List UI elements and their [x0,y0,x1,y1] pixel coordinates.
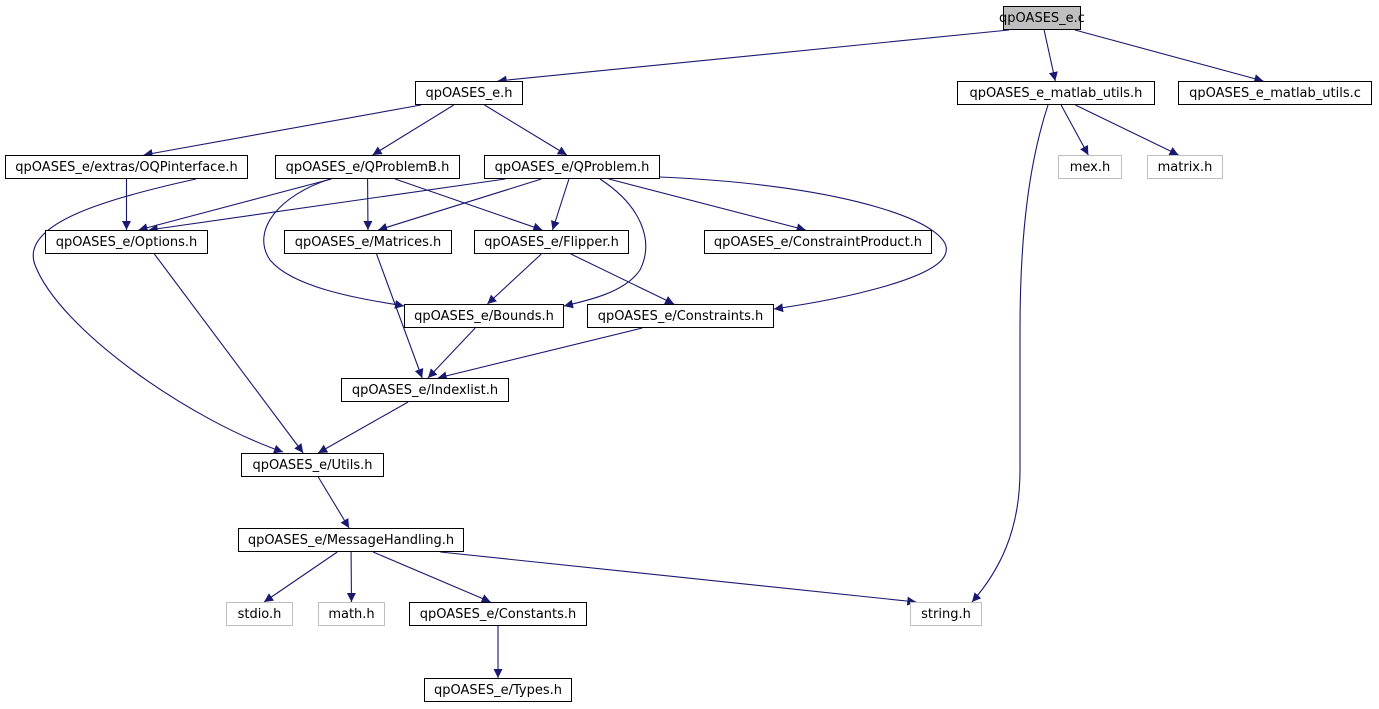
node-matrix: matrix.h [1147,155,1223,179]
node-qpoases_h[interactable]: qpOASES_e.h [415,81,523,105]
node-qpb[interactable]: qpOASES_e/QProblemB.h [275,155,460,179]
node-label: qpOASES_e.h [425,85,513,101]
edge-msg-to-string [440,551,917,606]
node-math: math.h [318,602,385,626]
edge-matlab_utils_h-to-mex [1060,104,1089,156]
node-label: qpOASES_e/QProblemB.h [285,159,450,175]
edge-matlab_utils_h-to-matrix [1075,104,1179,156]
node-label: qpOASES_e.c [999,10,1085,26]
edge-constraints-to-indexlist [437,327,643,381]
edge-matrices-to-indexlist [376,253,424,379]
node-label: mex.h [1069,159,1111,175]
edge-utils-to-msg [317,476,350,529]
node-label: qpOASES_e/Matrices.h [294,234,442,250]
edge-qpoases_h-to-oqp [143,104,422,158]
node-constraints[interactable]: qpOASES_e/Constraints.h [587,304,774,328]
edge-flipper-to-bounds [487,253,542,305]
edge-qp-to-constraints [659,176,947,313]
edge-qp-to-flipper [550,178,570,231]
node-label: qpOASES_e/Bounds.h [414,308,554,324]
node-label: qpOASES_e/QProblem.h [494,159,650,175]
edge-root-to-matlab_utils_h [1043,29,1058,82]
node-matlab_utils_h[interactable]: qpOASES_e_matlab_utils.h [957,81,1155,105]
edge-msg-to-constants [372,551,491,603]
node-utils[interactable]: qpOASES_e/Utils.h [241,453,384,477]
node-indexlist[interactable]: qpOASES_e/Indexlist.h [341,378,509,402]
node-label: qpOASES_e/Constraints.h [597,308,764,324]
edge-qpb-to-bounds [263,178,405,309]
node-label: qpOASES_e/Options.h [55,234,198,250]
edge-indexlist-to-utils [317,401,409,454]
node-matlab_utils_c[interactable]: qpOASES_e_matlab_utils.c [1178,81,1372,105]
edge-root-to-matlab_utils_c [1074,29,1264,83]
edge-bounds-to-indexlist [427,327,476,379]
node-label: qpOASES_e/Types.h [433,682,562,698]
node-label: qpOASES_e_matlab_utils.h [969,85,1143,101]
node-stdio: stdio.h [226,602,293,626]
edge-qp-to-matrices [378,178,542,232]
node-qp[interactable]: qpOASES_e/QProblem.h [484,155,660,179]
edge-oqp-to-utils [32,178,284,454]
node-label: qpOASES_e/Utils.h [252,457,373,473]
edge-qp-to-cprod [608,178,806,233]
node-matrices[interactable]: qpOASES_e/Matrices.h [284,230,452,254]
node-options[interactable]: qpOASES_e/Options.h [45,230,208,254]
node-label: qpOASES_e/extras/OQPinterface.h [15,159,238,175]
node-label: qpOASES_e/Flipper.h [484,234,619,250]
edge-matlab_utils_h-to-string [971,104,1049,603]
node-label: qpOASES_e_matlab_utils.c [1189,85,1361,101]
node-label: string.h [921,606,971,622]
edge-msg-to-stdio [263,551,338,603]
node-label: qpOASES_e/MessageHandling.h [247,532,455,548]
node-label: qpOASES_e/Constants.h [419,606,577,622]
node-label: matrix.h [1157,159,1213,175]
node-label: stdio.h [237,606,282,622]
node-types[interactable]: qpOASES_e/Types.h [424,678,572,702]
edge-qpb-to-flipper [394,178,543,232]
edge-qpoases_h-to-qpb [372,104,455,156]
node-mex: mex.h [1058,155,1122,179]
node-label: qpOASES_e/ConstraintProduct.h [713,234,923,250]
node-label: math.h [328,606,375,622]
node-msg[interactable]: qpOASES_e/MessageHandling.h [238,528,464,552]
edge-options-to-utils [153,253,304,454]
edge-qpb-to-options [138,178,332,233]
node-string: string.h [910,602,982,626]
node-oqp[interactable]: qpOASES_e/extras/OQPinterface.h [5,155,248,179]
node-label: qpOASES_e/Indexlist.h [351,382,499,398]
edge-qp-to-options [148,178,506,234]
node-bounds[interactable]: qpOASES_e/Bounds.h [404,304,564,328]
edge-qp-to-bounds [563,178,647,309]
node-root: qpOASES_e.c [999,6,1085,30]
edge-root-to-qpoases_h [497,29,1010,85]
node-cprod[interactable]: qpOASES_e/ConstraintProduct.h [704,230,932,254]
node-constants[interactable]: qpOASES_e/Constants.h [409,602,587,626]
node-flipper[interactable]: qpOASES_e/Flipper.h [474,230,629,254]
edge-flipper-to-constraints [570,253,675,305]
edge-qpoases_h-to-qp [484,104,568,156]
